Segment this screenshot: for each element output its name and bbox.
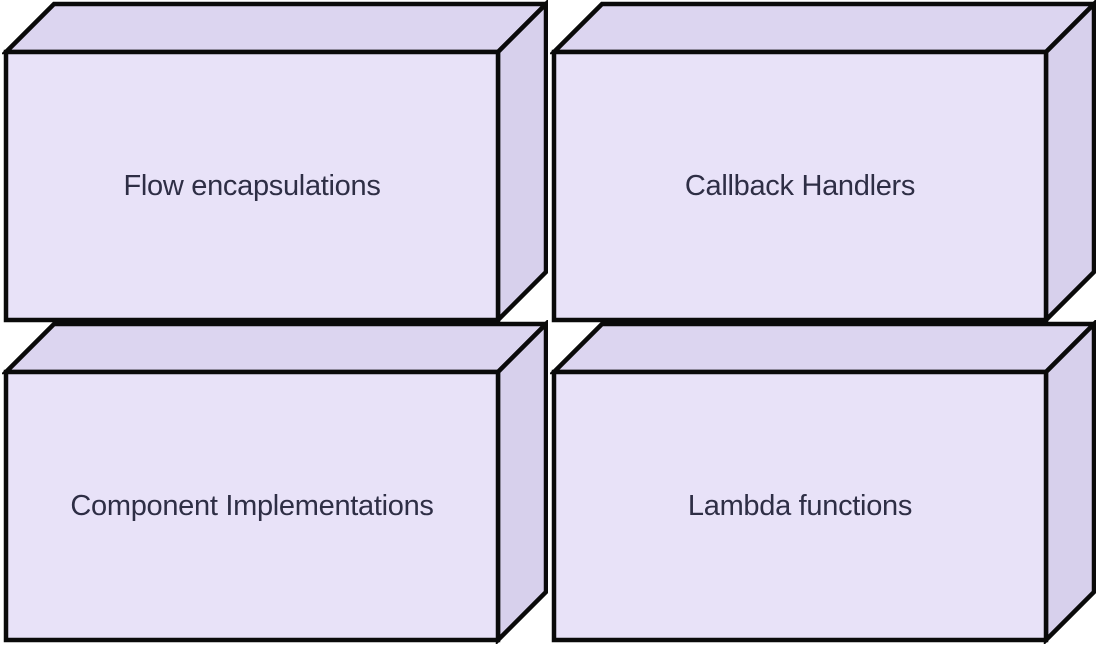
node-callback-handlers: Callback Handlers [550,0,1096,324]
cuboid-shape [2,320,548,644]
box-side-face [1043,320,1096,644]
node-lambda-functions: Lambda functions [550,320,1096,644]
box-front-face [551,49,1049,323]
cuboid-shape [550,0,1096,324]
box-side-face [1043,0,1096,324]
box-front-face [3,369,501,643]
box-top-face [550,321,1096,375]
box-side-face [495,0,548,324]
cuboid-shape [550,320,1096,644]
cuboid-shape [2,0,548,324]
box-top-face [2,1,548,55]
box-front-face [551,369,1049,643]
box-top-face [2,321,548,375]
box-top-face [550,1,1096,55]
node-label: Callback Handlers [684,169,916,202]
node-component-implementations: Component Implementations [2,320,548,644]
box-front-face [3,49,501,323]
node-label: Lambda functions [687,489,913,522]
node-flow-encapsulations: Flow encapsulations [2,0,548,324]
node-label: Flow encapsulations [123,169,381,202]
box-side-face [495,320,548,644]
node-label: Component Implementations [70,489,434,522]
